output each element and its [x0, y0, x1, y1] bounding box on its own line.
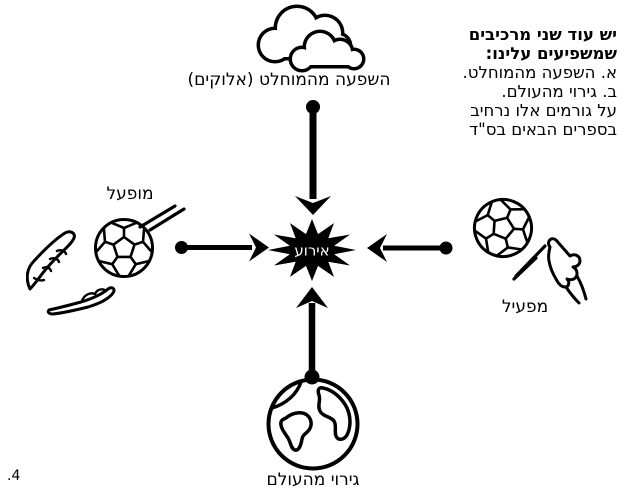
reaching-hand-icon [26, 230, 76, 291]
note-line-5: על גורמים אלו נרחיב [470, 101, 617, 120]
motion-lines-right-icon [512, 244, 547, 281]
page-number: .4 [7, 468, 21, 484]
label-top-node: השפעה מהמוחלט (אלוקים) [187, 70, 391, 90]
arrow-left-to-center [175, 233, 269, 262]
cloud-icon [256, 4, 366, 73]
event-starburst-icon: אירוע [268, 219, 356, 281]
note-line-6: בספרים הבאים בס"ד [469, 120, 617, 139]
arrow-bottom-to-center [296, 287, 328, 385]
motion-lines-left-icon [138, 204, 186, 232]
note-line-3: א. השפעה מהמוחלט. [462, 63, 617, 82]
arrow-right-to-center [367, 234, 453, 262]
open-palm-icon [46, 286, 116, 316]
throwing-hand-icon [547, 237, 588, 305]
label-right-node: מפעיל [501, 297, 549, 317]
center-node-label: אירוע [294, 242, 329, 260]
label-left-node: מופעל [106, 184, 154, 204]
note-line-4: ב. גירוי מהעולם. [501, 82, 617, 101]
notes-block: יש עוד שני מרכיבים שמשפיעים עלינו: א. הש… [427, 25, 617, 139]
label-bottom-node: גירוי מהעולם [266, 470, 360, 490]
note-line-2: שמשפיעים עלינו: [485, 44, 617, 63]
arrow-top-to-center [295, 100, 331, 215]
note-line-1: יש עוד שני מרכיבים [468, 25, 617, 44]
